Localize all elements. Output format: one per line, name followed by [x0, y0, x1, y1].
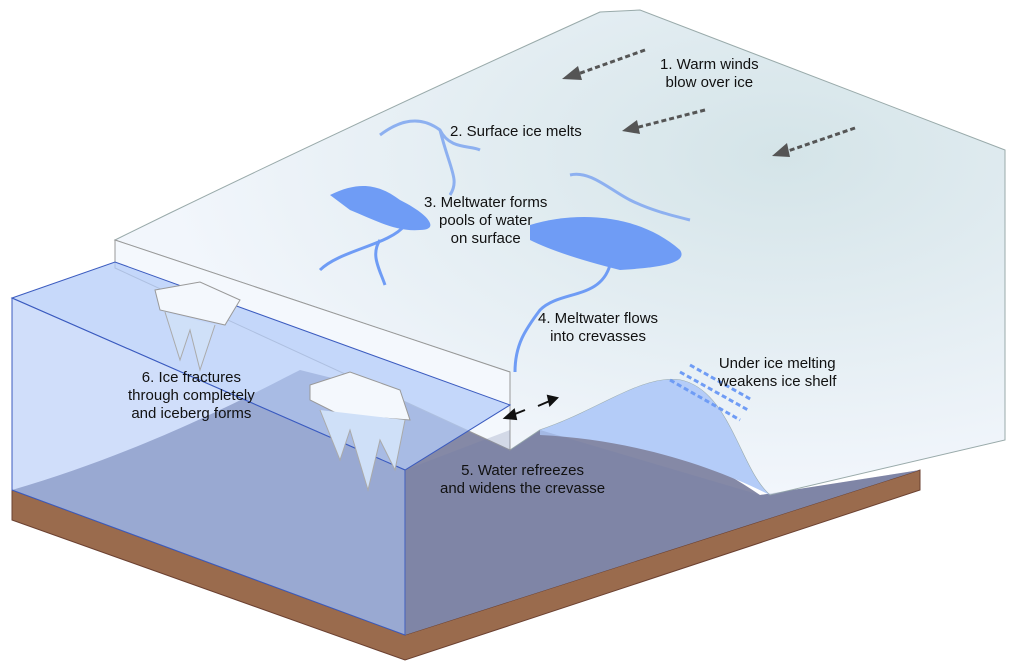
label-line: blow over ice [665, 74, 754, 91]
widening-arrows [502, 394, 559, 421]
label-line: 2. Surface ice melts [450, 123, 582, 140]
label-line: pools of water [438, 212, 533, 229]
under-ice-cavity [540, 379, 770, 495]
meltwater-stream-1 [318, 224, 407, 286]
label-line: and widens the crevasse [440, 480, 606, 497]
water-front-face [11, 297, 406, 636]
label-line: and iceberg forms [131, 405, 252, 422]
label-line: 4. Meltwater flows [538, 310, 659, 327]
label-line: on surface [450, 230, 521, 247]
label-line: 5. Water refreezes [461, 462, 584, 479]
iceberg-1 [154, 281, 241, 372]
wind-arrows [562, 48, 856, 157]
label-surface-melts: 2. Surface ice melts [450, 123, 582, 141]
label-line: 3. Meltwater forms [424, 194, 548, 211]
label-line: weakens ice shelf [718, 373, 837, 390]
meltwater-pool-2 [530, 217, 682, 270]
label-line: into crevasses [550, 328, 646, 345]
meltwater-pool-1 [330, 185, 431, 231]
iceberg-2 [309, 371, 411, 492]
meltwater-stream-2 [513, 264, 612, 373]
melting-dashes [669, 363, 753, 422]
label-line: through completely [128, 387, 255, 404]
label-line: 1. Warm winds [660, 56, 759, 73]
label-line: 6. Ice fractures [141, 369, 241, 386]
label-line: Under ice melting [718, 355, 836, 372]
surface-melt-channels [379, 119, 691, 222]
water-side-face [405, 430, 920, 635]
